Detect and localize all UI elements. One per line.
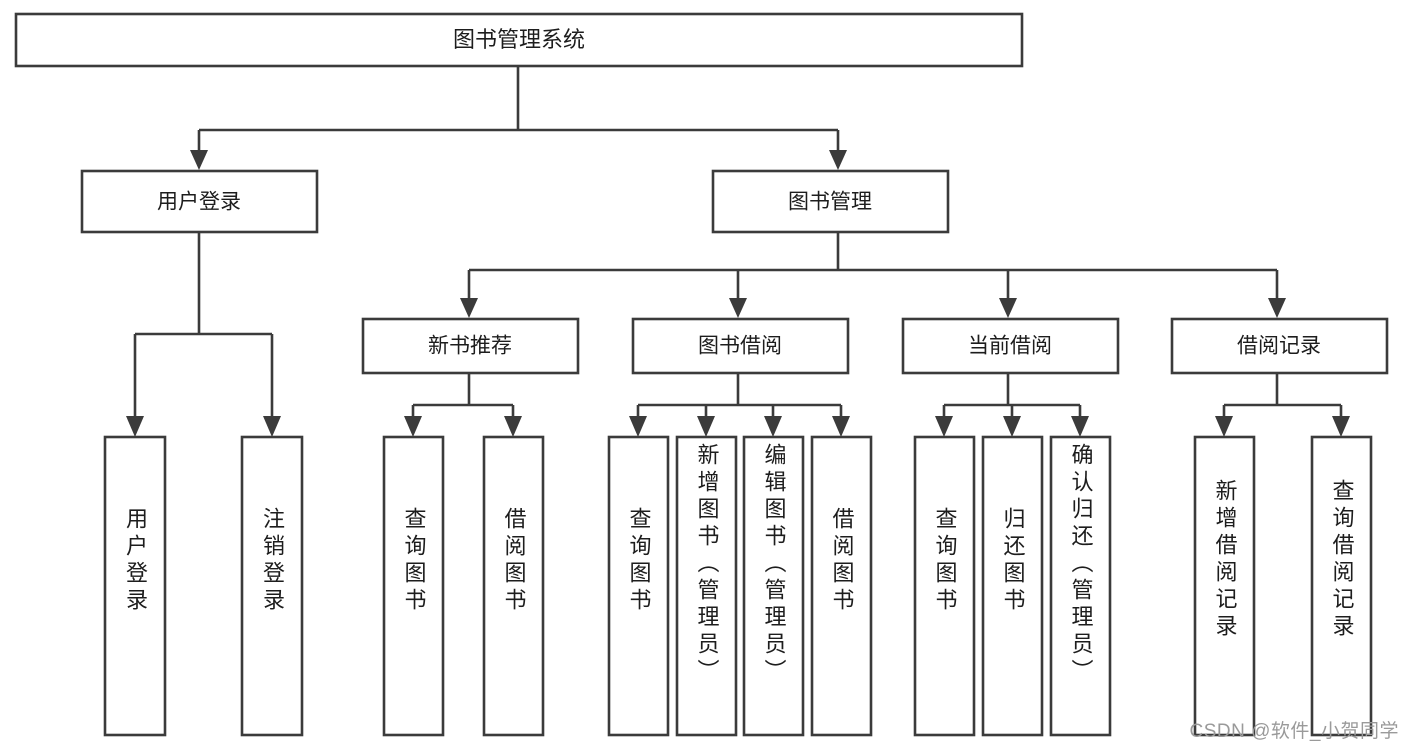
node-user-login[interactable]: 用户登录 <box>80 169 319 234</box>
leaf-box-query-record[interactable] <box>1310 435 1373 737</box>
connector-bookmanage-to-level3 <box>460 232 1286 318</box>
connector-newbook-to-leaves <box>404 373 522 437</box>
leaf-box-query-book-1[interactable] <box>382 435 445 737</box>
node-book-manage[interactable]: 图书管理 <box>711 169 950 234</box>
leaf-box-return-book[interactable] <box>981 435 1044 737</box>
leaf-box-add-record[interactable] <box>1193 435 1256 737</box>
leaf-box-logout[interactable] <box>240 435 304 737</box>
connector-bookborrow-to-leaves <box>629 373 850 437</box>
node-current-borrow[interactable]: 当前借阅 <box>901 317 1120 375</box>
node-user-login-label: 用户登录 <box>157 191 241 214</box>
connector-currentborrow-to-leaves <box>935 373 1089 437</box>
leaf-box-user-login[interactable] <box>103 435 167 737</box>
leaf-box-edit-book[interactable] <box>742 435 805 737</box>
leaf-box-confirm-return[interactable] <box>1049 435 1112 737</box>
node-borrow-record-label: 借阅记录 <box>1237 335 1321 358</box>
node-book-borrow[interactable]: 图书借阅 <box>631 317 850 375</box>
node-borrow-record[interactable]: 借阅记录 <box>1170 317 1389 375</box>
connector-userlogin-to-leaves <box>126 232 281 437</box>
node-book-manage-label: 图书管理 <box>788 191 872 214</box>
node-root-label: 图书管理系统 <box>453 27 585 52</box>
leaf-box-add-book[interactable] <box>675 435 738 737</box>
node-root[interactable]: 图书管理系统 <box>14 12 1024 68</box>
node-new-book-rec[interactable]: 新书推荐 <box>361 317 580 375</box>
leaf-box-query-book-3[interactable] <box>913 435 976 737</box>
leaf-box-query-book-2[interactable] <box>607 435 670 737</box>
csdn-watermark: CSDN @软件_小贺同学 <box>1189 721 1399 742</box>
node-new-book-rec-label: 新书推荐 <box>428 335 512 358</box>
leaf-box-borrow-book-2[interactable] <box>810 435 873 737</box>
connector-borrowrecord-to-leaves <box>1215 373 1350 437</box>
node-current-borrow-label: 当前借阅 <box>968 335 1052 358</box>
leaf-box-borrow-book-1[interactable] <box>482 435 545 737</box>
leaf-boxes <box>103 435 1373 737</box>
connector-root-to-level2 <box>190 66 847 170</box>
node-book-borrow-label: 图书借阅 <box>698 335 782 358</box>
